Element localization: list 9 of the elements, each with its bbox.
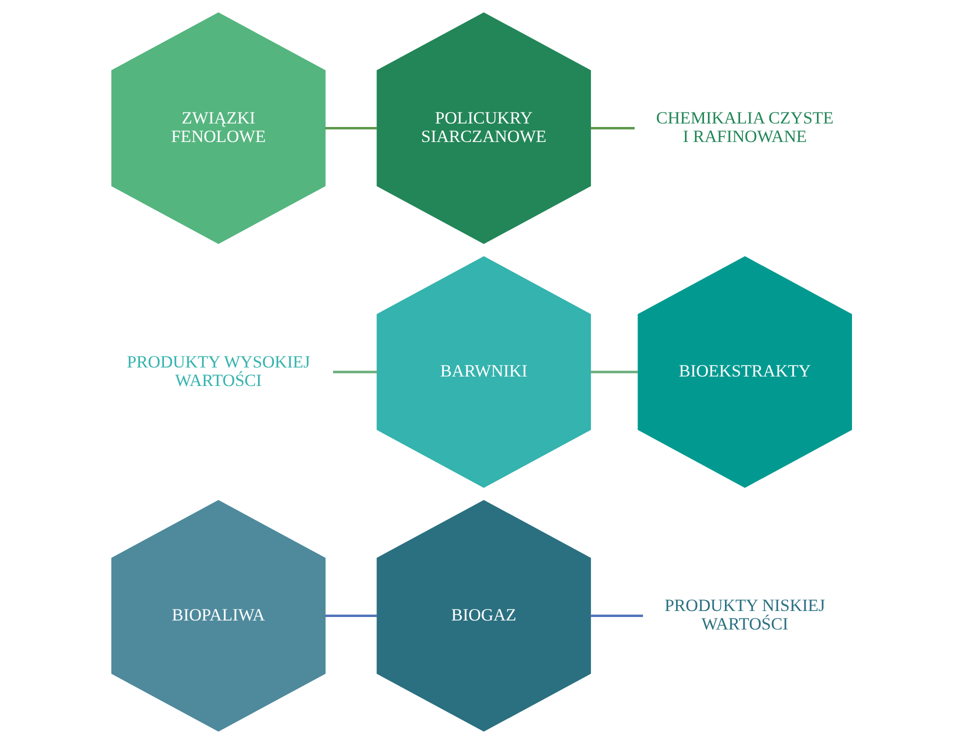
connector <box>590 614 643 618</box>
connector <box>325 126 378 130</box>
node-text: PRODUKTY WYSOKIEJ WARTOŚCI <box>126 352 310 390</box>
node-text: CHEMIKALIA CZYSTE I RAFINOWANE <box>656 108 834 146</box>
connector <box>333 370 378 374</box>
connector <box>590 370 638 374</box>
node-text: PRODUKTY NISKIEJ WARTOŚCI <box>664 596 826 634</box>
connector <box>590 126 635 130</box>
connector <box>325 614 378 618</box>
